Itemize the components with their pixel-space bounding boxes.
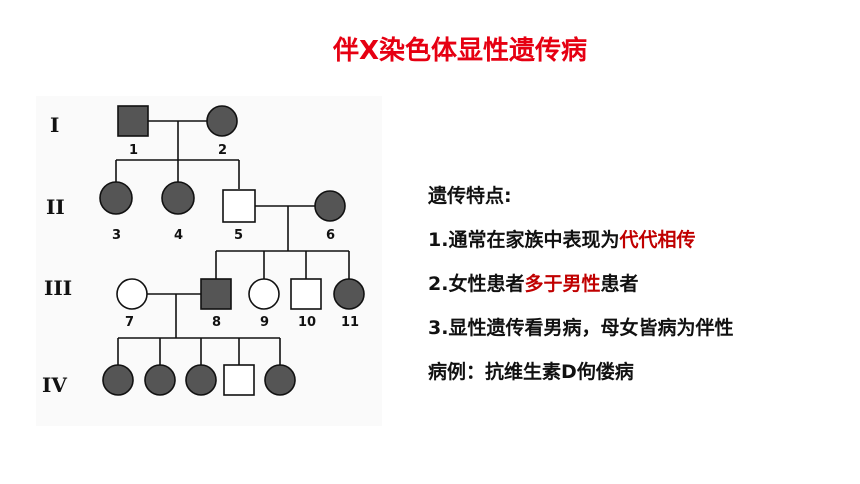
female-unaffected-symbol [248, 278, 280, 310]
pedigree-chart: I II III IV 1 2 [36, 96, 382, 426]
note-item-1-text: 1.通常在家族中表现为 [428, 229, 620, 251]
note-item-1: 1.通常在家族中表现为代代相传 [428, 218, 848, 262]
generation-label-2: II [46, 195, 65, 219]
individual-number: 3 [112, 228, 121, 243]
generation-label-4: IV [42, 373, 67, 397]
page-title: 伴X染色体显性遗传病 [332, 36, 588, 66]
female-affected-symbol [206, 105, 238, 137]
individual-number: 11 [341, 315, 359, 330]
individual-number: 10 [298, 315, 316, 330]
note-item-3: 3.显性遗传看男病，母女皆病为伴性 [428, 306, 848, 350]
individual-number: 6 [326, 228, 335, 243]
female-affected-symbol [99, 181, 133, 215]
female-affected-symbol [144, 364, 176, 396]
female-affected-symbol [314, 190, 346, 222]
individual-number: 2 [218, 143, 227, 158]
pedigree-svg: I II III IV 1 2 [42, 105, 365, 397]
male-unaffected-symbol [223, 364, 255, 396]
female-affected-symbol [161, 181, 195, 215]
male-unaffected-symbol [290, 278, 322, 310]
note-item-3-text: 3.显性遗传看男病，母女皆病为伴性 [428, 317, 734, 339]
notes-heading: 遗传特点: [428, 174, 848, 218]
note-item-1-highlight: 代代相传 [619, 229, 696, 251]
generation-label-3: III [44, 276, 72, 300]
male-unaffected-symbol [222, 189, 256, 223]
inheritance-notes: 遗传特点: 1.通常在家族中表现为代代相传 2.女性患者多于男性患者 3.显性遗… [428, 174, 848, 394]
note-item-2-highlight: 多于男性 [524, 273, 601, 295]
note-item-2-text: 2.女性患者 [428, 273, 525, 295]
note-item-2: 2.女性患者多于男性患者 [428, 262, 848, 306]
individual-number: 5 [234, 228, 243, 243]
female-unaffected-symbol [116, 278, 148, 310]
individual-number: 7 [125, 315, 134, 330]
individual-number: 8 [212, 315, 221, 330]
individual-number: 4 [174, 228, 183, 243]
female-affected-symbol [102, 364, 134, 396]
notes-heading-text: 遗传特点: [428, 185, 512, 207]
note-item-2-suffix: 患者 [600, 273, 639, 295]
male-affected-symbol [117, 105, 149, 137]
female-affected-symbol [185, 364, 217, 396]
individual-number: 1 [129, 143, 138, 158]
male-affected-symbol [200, 278, 232, 310]
female-affected-symbol [333, 278, 365, 310]
note-example-text: 病例：抗维生素D佝偻病 [428, 361, 634, 383]
generation-label-1: I [50, 113, 59, 137]
individual-number: 9 [260, 315, 269, 330]
note-example: 病例：抗维生素D佝偻病 [428, 350, 848, 394]
female-affected-symbol [264, 364, 296, 396]
